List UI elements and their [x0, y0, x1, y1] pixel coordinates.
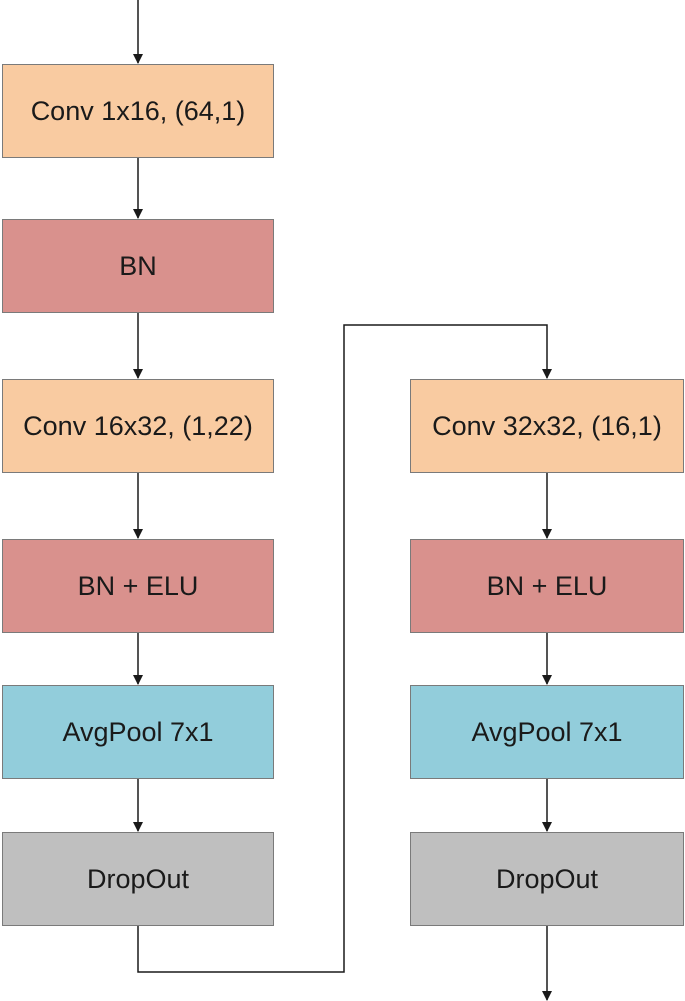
avgpool2-block: AvgPool 7x1	[410, 685, 684, 779]
bn-elu1-label: BN + ELU	[77, 570, 199, 601]
bn-elu2-block: BN + ELU	[410, 539, 684, 633]
conv2-label: Conv 16x32, (1,22)	[23, 410, 253, 441]
avgpool2-label: AvgPool 7x1	[471, 716, 623, 747]
conv1-block: Conv 1x16, (64,1)	[2, 64, 274, 158]
bn-elu2-label: BN + ELU	[486, 570, 608, 601]
dropout2-block: DropOut	[410, 832, 684, 926]
bn-elu1-block: BN + ELU	[2, 539, 274, 633]
dropout1-block: DropOut	[2, 832, 274, 926]
avgpool1-label: AvgPool 7x1	[62, 716, 214, 747]
conv1-label: Conv 1x16, (64,1)	[30, 95, 246, 126]
conv3-label: Conv 32x32, (16,1)	[432, 410, 662, 441]
avgpool1-block: AvgPool 7x1	[2, 685, 274, 779]
bn1-label: BN	[119, 250, 157, 281]
arrow-drop1-to-conv3	[137, 324, 552, 973]
dropout2-label: DropOut	[495, 863, 599, 894]
bn1-block: BN	[2, 219, 274, 313]
dropout1-label: DropOut	[86, 863, 190, 894]
conv2-block: Conv 16x32, (1,22)	[2, 379, 274, 473]
conv3-block: Conv 32x32, (16,1)	[410, 379, 684, 473]
